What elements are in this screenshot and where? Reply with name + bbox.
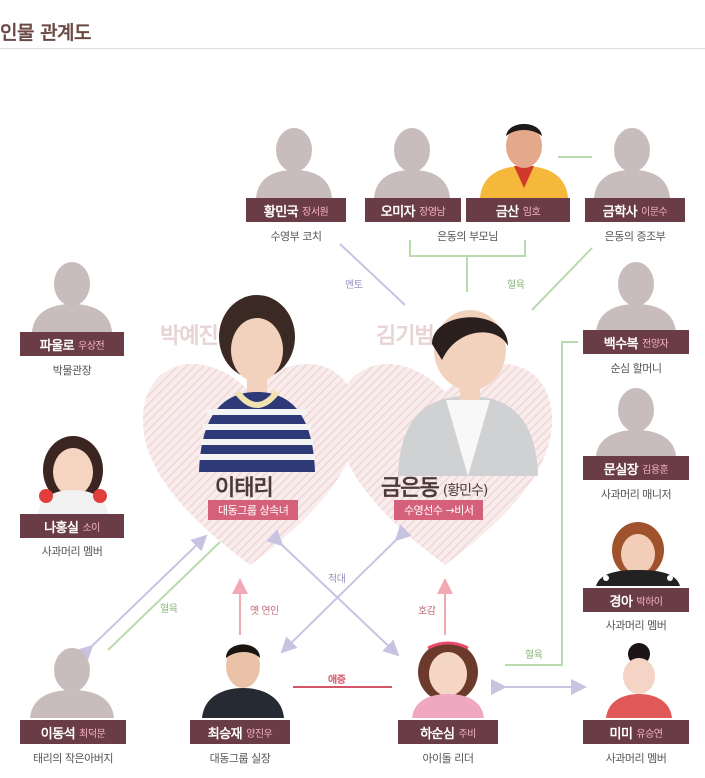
mimi-portrait: [606, 643, 672, 718]
left-actor-faded: 박예진: [160, 324, 219, 349]
geum-eun-dong-portrait: [398, 310, 538, 476]
geum-eun-dong-name: 금은동(황민수): [381, 476, 488, 501]
relation-blood-right: 혈육: [525, 650, 543, 661]
lee-tae-ri-name: 이태리: [215, 476, 274, 501]
relation-rival: 적대: [328, 574, 346, 585]
grandmother-line: [505, 341, 578, 666]
geumhak-silhouette: [594, 128, 670, 198]
choi-seung-jae-portrait: [202, 644, 284, 718]
moon-silhouette: [596, 388, 676, 456]
relation-mentor: 멘토: [345, 280, 363, 291]
na-hong-sil-portrait: [38, 436, 108, 514]
baek-silhouette: [596, 262, 676, 332]
relation-like: 호감: [418, 606, 436, 617]
hwang-min-guk-role: 수영부 코치: [270, 230, 322, 243]
relation-ex-lover: 옛 연인: [250, 606, 279, 617]
lee-tae-ri-role: 대동그룹 상속녀: [208, 500, 299, 520]
right-actor-faded: 김기범: [376, 324, 435, 349]
omija-silhouette: [374, 128, 450, 198]
kyunga-role: 사과머리 멤버: [605, 619, 667, 632]
title-divider: [0, 48, 705, 49]
rival-line-2: [280, 524, 412, 654]
page-title: 인물 관계도: [0, 22, 92, 44]
lee-purple-arrow: [76, 534, 208, 662]
lee-dong-seok-role: 태리의 작은아버지: [33, 752, 113, 765]
parents-caption: 은동의 부모님: [437, 230, 498, 243]
geumhak-blood-line: [531, 247, 593, 311]
baek-role: 순심 할머니: [610, 362, 662, 375]
relation-hatred: 애증: [328, 675, 346, 686]
geumsan-portrait: [480, 124, 568, 198]
lee-tae-ri-portrait: [199, 295, 315, 472]
mimi-role: 사과머리 멤버: [605, 752, 667, 765]
choi-seung-jae-role: 대동그룹 실장: [209, 752, 271, 765]
rival-line-1: [266, 529, 400, 657]
hwang-min-guk-silhouette: [256, 128, 332, 198]
mentor-line: [339, 243, 406, 306]
na-hong-sil-role: 사과머리 멤버: [41, 545, 103, 558]
relation-blood-top: 혈육: [507, 280, 525, 291]
moon-role: 사과머리 매니저: [600, 488, 672, 501]
kyunga-portrait: [596, 522, 680, 586]
geumhak-role: 은동의 증조부: [604, 230, 666, 243]
lee-dong-seok-silhouette: [30, 648, 114, 718]
ha-sun-sim-portrait: [412, 641, 484, 718]
paulro-role: 박물관장: [52, 364, 92, 377]
lee-green-line: [107, 541, 221, 651]
relation-blood-left: 혈육: [160, 604, 178, 615]
paulro-silhouette: [32, 262, 112, 332]
ha-sun-sim-role: 아이돌 리더: [422, 752, 474, 765]
geum-eun-dong-role: 수영선수 →비서: [394, 500, 484, 520]
